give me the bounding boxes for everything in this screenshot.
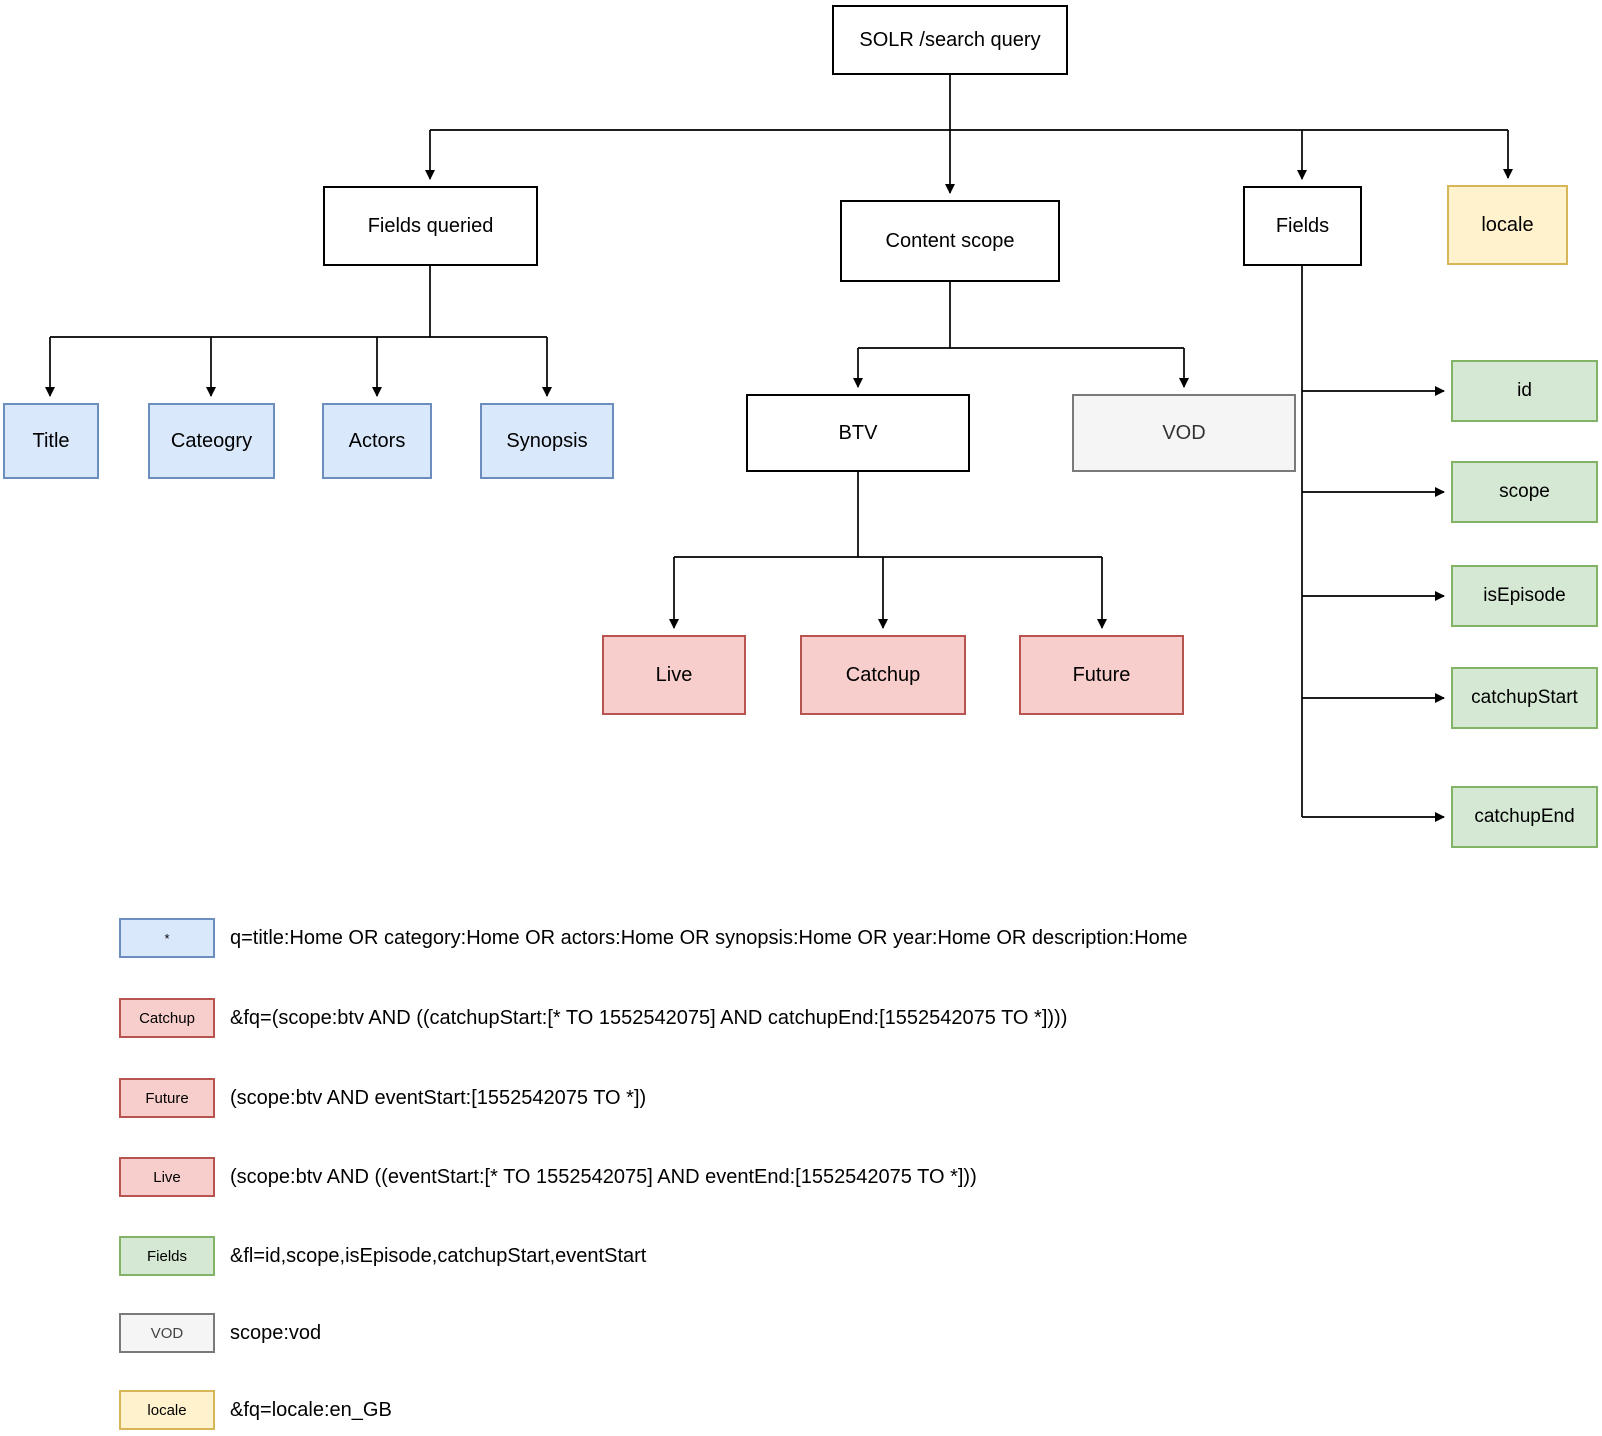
- node-field-scope: scope: [1451, 461, 1598, 523]
- node-field-catchupend: catchupEnd: [1451, 786, 1598, 848]
- legend-key-catchup: Catchup: [119, 998, 215, 1038]
- node-synopsis: Synopsis: [480, 403, 614, 479]
- node-catchup: Catchup: [800, 635, 966, 715]
- legend-row-fields: Fields &fl=id,scope,isEpisode,catchupSta…: [0, 1236, 1602, 1276]
- node-future: Future: [1019, 635, 1184, 715]
- legend-row-live: Live (scope:btv AND ((eventStart:[* TO 1…: [0, 1157, 1602, 1197]
- node-field-catchupstart: catchupStart: [1451, 667, 1598, 729]
- legend-text-future: (scope:btv AND eventStart:[1552542075 TO…: [230, 1086, 647, 1109]
- legend-text-wildcard: q=title:Home OR category:Home OR actors:…: [230, 926, 1188, 949]
- root-node-solr-search-query: SOLR /search query: [832, 5, 1068, 75]
- node-field-id: id: [1451, 360, 1598, 422]
- node-fields-queried: Fields queried: [323, 186, 538, 266]
- legend-row-locale: locale &fq=locale:en_GB: [0, 1390, 1602, 1430]
- legend-key-live: Live: [119, 1157, 215, 1197]
- legend-row-future: Future (scope:btv AND eventStart:[155254…: [0, 1078, 1602, 1118]
- node-btv: BTV: [746, 394, 970, 472]
- legend-text-catchup: &fq=(scope:btv AND ((catchupStart:[* TO …: [230, 1006, 1068, 1029]
- node-field-isepisode: isEpisode: [1451, 565, 1598, 627]
- legend-row-wildcard: * q=title:Home OR category:Home OR actor…: [0, 918, 1602, 958]
- legend-text-locale: &fq=locale:en_GB: [230, 1398, 392, 1421]
- legend-key-locale: locale: [119, 1390, 215, 1430]
- legend-row-vod: VOD scope:vod: [0, 1313, 1602, 1353]
- node-live: Live: [602, 635, 746, 715]
- node-title: Title: [3, 403, 99, 479]
- legend-text-live: (scope:btv AND ((eventStart:[* TO 155254…: [230, 1165, 977, 1188]
- node-vod: VOD: [1072, 394, 1296, 472]
- legend-key-fields: Fields: [119, 1236, 215, 1276]
- node-content-scope: Content scope: [840, 200, 1060, 282]
- legend-key-vod: VOD: [119, 1313, 215, 1353]
- node-actors: Actors: [322, 403, 432, 479]
- node-category: Cateogry: [148, 403, 275, 479]
- node-locale: locale: [1447, 185, 1568, 265]
- node-fields: Fields: [1243, 186, 1362, 266]
- legend-key-wildcard: *: [119, 918, 215, 958]
- legend-text-vod: scope:vod: [230, 1321, 322, 1344]
- legend-text-fields: &fl=id,scope,isEpisode,catchupStart,even…: [230, 1244, 647, 1267]
- legend-row-catchup: Catchup &fq=(scope:btv AND ((catchupStar…: [0, 998, 1602, 1038]
- legend-key-future: Future: [119, 1078, 215, 1118]
